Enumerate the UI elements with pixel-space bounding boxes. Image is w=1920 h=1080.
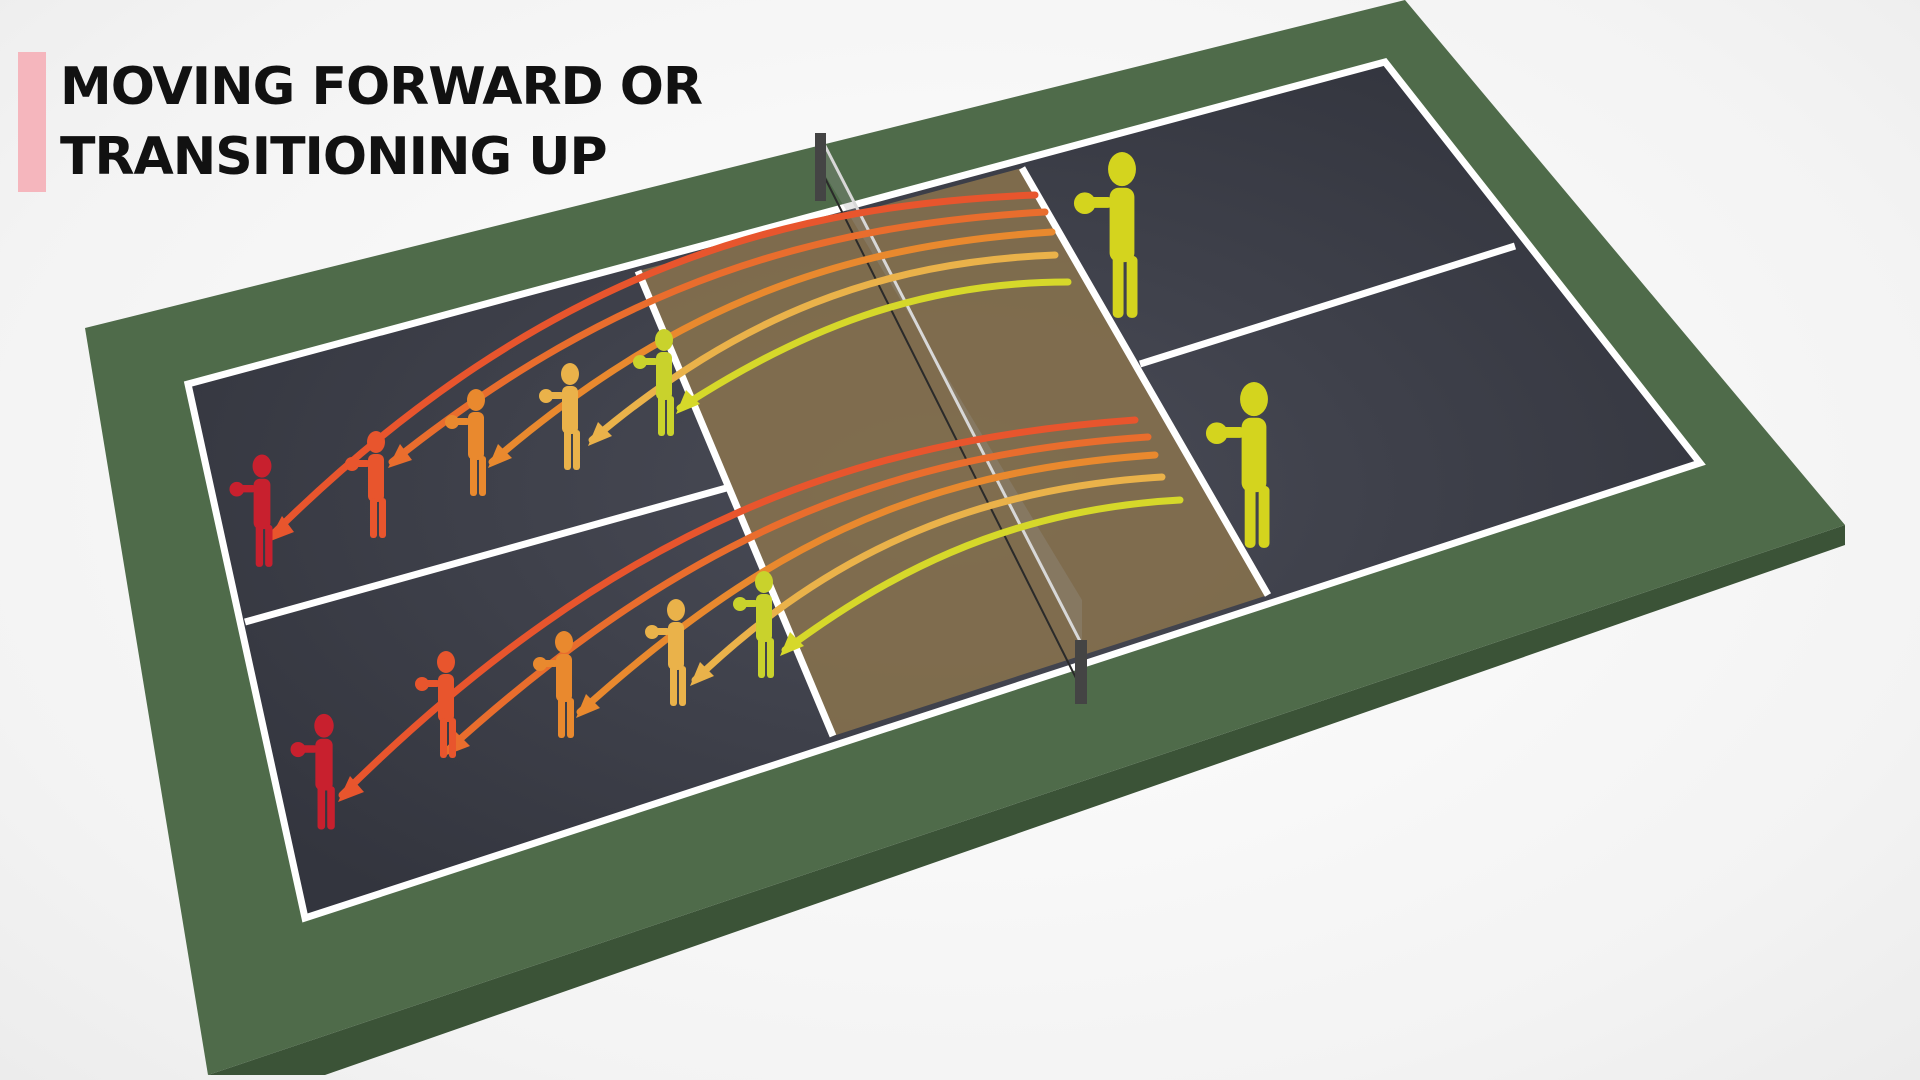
arrow-icon [691, 473, 1166, 684]
arrows-bottom-lane [338, 416, 1184, 799]
arrow-icon [588, 422, 612, 446]
arrow-icon [690, 662, 714, 686]
title-line-2: TRANSITIONING UP [60, 127, 608, 187]
title-block: MOVING FORWARD OR TRANSITIONING UP [18, 52, 703, 192]
arrow-icon [780, 632, 804, 656]
title-line-1: MOVING FORWARD OR [60, 57, 703, 117]
left-kitchen-line [634, 269, 837, 738]
arrow-icon [588, 251, 1059, 444]
net-post-icon [1075, 640, 1087, 704]
court-lines [183, 58, 1706, 923]
arrowheads-top-lane [268, 390, 700, 542]
left-centerline [244, 483, 731, 626]
right-kitchen-line [1018, 166, 1272, 597]
arrow-icon [338, 776, 364, 802]
arrow-icon [576, 451, 1159, 716]
arrow-icon [488, 444, 512, 468]
net-tape [820, 139, 1084, 646]
arrow-icon [676, 278, 1072, 412]
arrow-icon [576, 694, 600, 718]
title-accent-bar [18, 52, 46, 192]
arrow-icon [781, 496, 1184, 654]
arrow-icon [444, 433, 1152, 754]
court-boundary [183, 58, 1706, 923]
arrow-icon [338, 416, 1139, 799]
page-title: MOVING FORWARD OR TRANSITIONING UP [60, 52, 703, 192]
arrow-icon [268, 516, 294, 542]
arrow-icon [388, 444, 412, 468]
net-post-icon [815, 133, 826, 201]
arrow-icon [676, 390, 700, 414]
arrow-icon [268, 191, 1039, 539]
right-centerline [1138, 242, 1517, 368]
arrow-icon [388, 208, 1049, 466]
